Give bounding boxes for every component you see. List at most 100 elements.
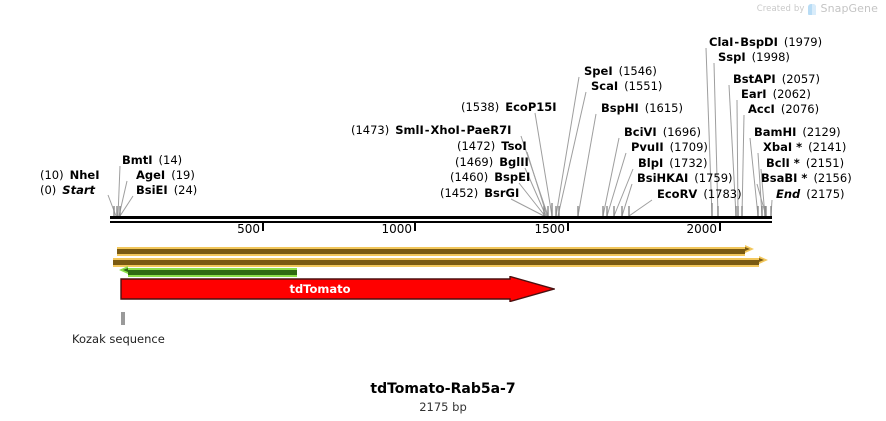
enzyme-name: BlpI: [638, 156, 664, 170]
enzyme-label-bglii[interactable]: (1469) BglII: [455, 155, 529, 170]
enzyme-label-blpi[interactable]: BlpI (1732): [638, 156, 708, 171]
ruler-tick-500: [262, 223, 264, 231]
enzyme-name: BspDI: [740, 35, 778, 49]
enzyme-name: ClaI: [709, 35, 734, 49]
enzyme-name: BciVI: [624, 125, 657, 139]
enzyme-position: (1979): [783, 35, 823, 49]
arrow-shaft: [113, 258, 759, 267]
sequence-backbone: [110, 216, 772, 223]
enzyme-label-acci[interactable]: AccI (2076): [748, 102, 820, 117]
enzyme-position: (14): [158, 153, 183, 167]
enzyme-label-spei[interactable]: SpeI (1546): [584, 64, 657, 79]
enzyme-name: SspI: [718, 50, 746, 64]
arrow-shaft: [117, 247, 745, 256]
enzyme-position: (10): [40, 168, 64, 182]
enzyme-name: SpeI: [584, 64, 613, 78]
enzyme-name-separator: -: [424, 123, 430, 137]
enzyme-name: ScaI: [591, 79, 619, 93]
feature-label-start[interactable]: (0) Start: [40, 183, 95, 198]
enzyme-name: BsiHKAI: [637, 171, 689, 185]
enzyme-name: EcoP15I: [505, 100, 557, 114]
enzyme-label-xbai[interactable]: XbaI * (2141): [763, 140, 847, 155]
enzyme-position: (1473): [351, 123, 390, 137]
enzyme-label-smli-xhoi-paer7i[interactable]: (1473) SmlI - XhoI - PaeR7I: [351, 123, 511, 138]
enzyme-position: (1709): [669, 140, 708, 154]
enzyme-name-separator: -: [460, 123, 466, 137]
enzyme-position: (2141): [808, 140, 847, 154]
enzyme-label-bsiei[interactable]: BsiEI (24): [136, 183, 197, 198]
enzyme-label-ecorv[interactable]: EcoRV (1783): [657, 187, 742, 202]
enzyme-position: (2129): [802, 125, 841, 139]
enzyme-label-eari[interactable]: EarI (2062): [741, 87, 811, 102]
feature-arrow-green-1[interactable]: [119, 266, 297, 277]
enzyme-name: NheI: [69, 168, 100, 182]
enzyme-label-clai-bspdi[interactable]: ClaI - BspDI (1979): [709, 35, 823, 50]
enzyme-position: (1998): [751, 50, 790, 64]
sequence-length: 2175 bp: [419, 400, 467, 414]
snapgene-logo-icon: [808, 4, 817, 15]
enzyme-label-bsihkai[interactable]: BsiHKAI (1759): [637, 171, 733, 186]
feature-position: (2175): [806, 187, 845, 201]
enzyme-label-bsabi[interactable]: BsaBI * (2156): [761, 172, 852, 186]
page-title: tdTomato-Rab5a-7: [370, 381, 516, 397]
enzyme-label-tsoi[interactable]: (1472) TsoI: [457, 139, 527, 154]
feature-position: (0): [40, 183, 57, 197]
enzyme-label-agei[interactable]: AgeI (19): [136, 168, 195, 183]
enzyme-label-bsrgi[interactable]: (1452) BsrGI: [440, 187, 519, 201]
feature-label-end[interactable]: End (2175): [776, 187, 845, 202]
enzyme-name: AccI: [748, 102, 775, 116]
kozak-sequence-mark[interactable]: [121, 312, 125, 325]
enzyme-label-scai[interactable]: ScaI (1551): [591, 79, 663, 94]
enzyme-label-bspei[interactable]: (1460) BspEI: [450, 170, 530, 185]
enzyme-position: (1759): [694, 171, 733, 185]
feature-arrow-orange-2[interactable]: [113, 256, 768, 267]
enzyme-position: (1460): [450, 170, 489, 184]
feature-arrow-orange-1[interactable]: [117, 245, 754, 256]
enzyme-name: BsiEI: [136, 183, 168, 197]
enzyme-label-nhei[interactable]: (10) NheI: [40, 168, 100, 183]
enzyme-label-sspi[interactable]: SspI (1998): [718, 50, 790, 65]
enzyme-position: (2062): [772, 87, 811, 101]
enzyme-label-bmti[interactable]: BmtI (14): [122, 153, 183, 168]
arrow-head-inner: [123, 268, 128, 273]
watermark-brand: SnapGene: [820, 2, 878, 15]
enzyme-label-pvuii[interactable]: PvuII (1709): [631, 140, 708, 155]
enzyme-name: BspHI: [601, 101, 639, 115]
enzyme-name: BglII: [499, 155, 529, 169]
enzyme-label-bcivi[interactable]: BciVI (1696): [624, 125, 701, 140]
arrow-head-inner: [745, 247, 750, 252]
enzyme-name: SmlI: [395, 123, 424, 137]
backbone-line-top: [110, 216, 772, 219]
enzyme-label-bcli[interactable]: BclI * (2151): [766, 156, 844, 171]
enzyme-label-bstapi[interactable]: BstAPI (2057): [733, 72, 820, 87]
ruler-tick-label-500: 500: [237, 222, 260, 236]
enzyme-label-ecop15i[interactable]: (1538) EcoP15I: [461, 100, 557, 115]
enzyme-name: TsoI: [501, 139, 527, 153]
enzyme-position: (1732): [669, 156, 708, 170]
enzyme-label-bsphi[interactable]: BspHI (1615): [601, 101, 683, 116]
ruler-tick-1000: [414, 223, 416, 231]
enzyme-position: (19): [171, 168, 195, 182]
enzyme-label-bamhi[interactable]: BamHI (2129): [754, 125, 841, 140]
enzyme-position: (2076): [780, 102, 820, 116]
enzyme-position: (1551): [624, 79, 663, 93]
ruler-tick-label-1000: 1000: [381, 222, 412, 236]
enzyme-position: (1469): [455, 155, 494, 169]
enzyme-position: (2057): [781, 72, 820, 86]
feature-name: End: [776, 187, 801, 201]
enzyme-name: PvuII: [631, 140, 664, 154]
backbone-line-bottom: [110, 221, 772, 223]
ruler-tick-label-1500: 1500: [534, 222, 565, 236]
enzyme-name: EcoRV: [657, 187, 698, 201]
enzyme-position: (1783): [703, 187, 742, 201]
enzyme-name: BamHI: [754, 125, 797, 139]
enzyme-name: BclI *: [766, 156, 800, 170]
enzyme-position: (1615): [644, 101, 683, 115]
ruler-tick-label-2000: 2000: [686, 222, 717, 236]
ruler-tick-2000: [719, 223, 721, 231]
enzyme-name: BstAPI: [733, 72, 776, 86]
watermark-created-by: Created by: [756, 3, 805, 14]
enzyme-position: (1546): [618, 64, 657, 78]
feature-arrow-tdtomato[interactable]: tdTomato: [120, 276, 555, 302]
